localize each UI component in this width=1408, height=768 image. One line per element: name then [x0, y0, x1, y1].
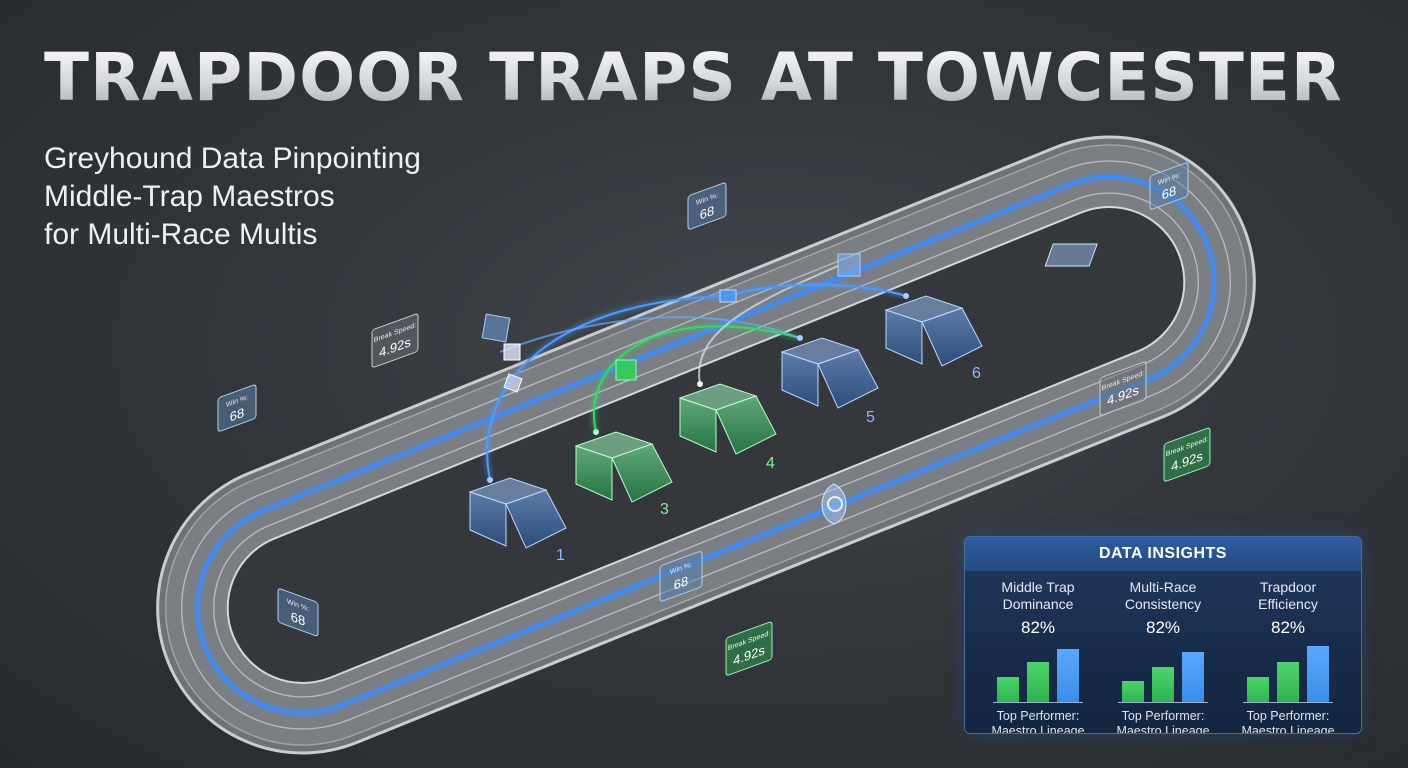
trap-number-1: 1 [556, 547, 565, 564]
tag-value: 68 [1162, 183, 1176, 203]
track-tag-5: Break Speed: 4.92s [1099, 361, 1147, 416]
insight-label-line-1: Multi-Race [1129, 579, 1197, 595]
tag-value: 68 [700, 203, 714, 223]
track-tag-7: Win %: 68 [659, 551, 703, 602]
insight-footer-line-1: Top Performer: [996, 709, 1080, 723]
insight-label-line-2: Consistency [1124, 596, 1202, 612]
insight-footer: Top Performer: Maestro Lineage [1229, 709, 1347, 734]
subtitle-line-1: Greyhound Data Pinpointing [44, 142, 421, 175]
insight-label: Middle Trap Dominance [979, 579, 1097, 613]
page-title: TRAPDOOR TRAPS AT TOWCESTER [44, 39, 1343, 116]
trap-number-4: 4 [766, 455, 775, 472]
track-tag-3: Win %: 68 [217, 384, 257, 432]
insight-percent: 82% [1020, 618, 1056, 637]
data-insights-panel: DATA INSIGHTS Middle Trap Dominance 82% … [964, 536, 1362, 734]
insight-footer-line-1: Top Performer: [1246, 709, 1330, 723]
insight-footer-line-1: Top Performer: [1121, 709, 1205, 723]
track-tag-2: Break Speed: 4.92s [371, 313, 419, 368]
trap-number-5: 5 [866, 409, 875, 426]
insight-percent: 82% [1145, 618, 1181, 637]
insight-footer-line-2: Maestro Lineage [1241, 724, 1335, 734]
trajectory-arcs [486, 265, 909, 483]
subtitle-line-2: Middle-Trap Maestros [44, 180, 335, 213]
insight-column-multi-race: Multi-Race Consistency 82% Top Performer… [1104, 571, 1222, 734]
track-tag-4: Win %: 68 [1149, 162, 1189, 210]
track-tag-9: Win %: 68 [277, 588, 319, 637]
tag-value: 68 [674, 573, 688, 593]
insight-label-line-1: Trapdoor [1259, 579, 1317, 595]
insight-label: Trapdoor Efficiency [1229, 579, 1347, 613]
insight-bar-3 [1307, 646, 1329, 702]
insight-column-trapdoor: Trapdoor Efficiency 82% Top Performer: M… [1229, 571, 1347, 734]
page-subtitle: Greyhound Data Pinpointing Middle-Trap M… [44, 140, 421, 254]
trap-number-3: 3 [660, 501, 669, 518]
insight-footer-line-2: Maestro Lineage [991, 724, 1085, 734]
insight-bar-3 [1182, 652, 1204, 702]
insight-footer-line-2: Maestro Lineage [1116, 724, 1210, 734]
insight-footer: Top Performer: Maestro Lineage [1104, 709, 1222, 734]
insight-bar-2 [1027, 662, 1049, 702]
insight-bar-2 [1277, 662, 1299, 702]
insight-label-line-2: Efficiency [1258, 596, 1318, 612]
track-tag-6: Break Speed: 4.92s [1163, 427, 1211, 482]
insight-bar-1 [997, 677, 1019, 702]
insight-label: Multi-Race Consistency [1104, 579, 1222, 613]
insight-bar-1 [1247, 677, 1269, 702]
subtitle-line-3: for Multi-Race Multis [44, 218, 318, 251]
insight-bar-3 [1057, 649, 1079, 702]
insight-bar-chart [993, 644, 1083, 703]
trap-box-6 [884, 295, 983, 367]
insight-bar-chart [1118, 644, 1208, 703]
insight-label-line-2: Dominance [1002, 596, 1074, 612]
insight-bar-1 [1122, 681, 1144, 702]
trap-number-6: 6 [972, 365, 981, 382]
insight-label-line-1: Middle Trap [1001, 579, 1075, 595]
insight-column-middle-trap: Middle Trap Dominance 82% Top Performer:… [979, 571, 1097, 734]
insight-percent: 82% [1270, 618, 1306, 637]
insight-bar-chart [1243, 644, 1333, 703]
trap-box-1 [468, 477, 567, 549]
tag-value: 68 [291, 609, 305, 629]
insight-footer: Top Performer: Maestro Lineage [979, 709, 1097, 734]
trap-box-3 [574, 431, 673, 503]
track-tag-1: Win %: 68 [687, 182, 727, 230]
track-tag-8: Break Speed: 4.92s [725, 621, 773, 676]
trap-box-5 [780, 337, 879, 409]
start-marker [821, 483, 847, 525]
floating-cubes [481, 243, 1098, 393]
insight-bar-2 [1152, 667, 1174, 702]
data-insights-heading: DATA INSIGHTS [965, 537, 1361, 571]
tag-value: 68 [230, 405, 244, 425]
trap-box-4 [678, 383, 777, 455]
